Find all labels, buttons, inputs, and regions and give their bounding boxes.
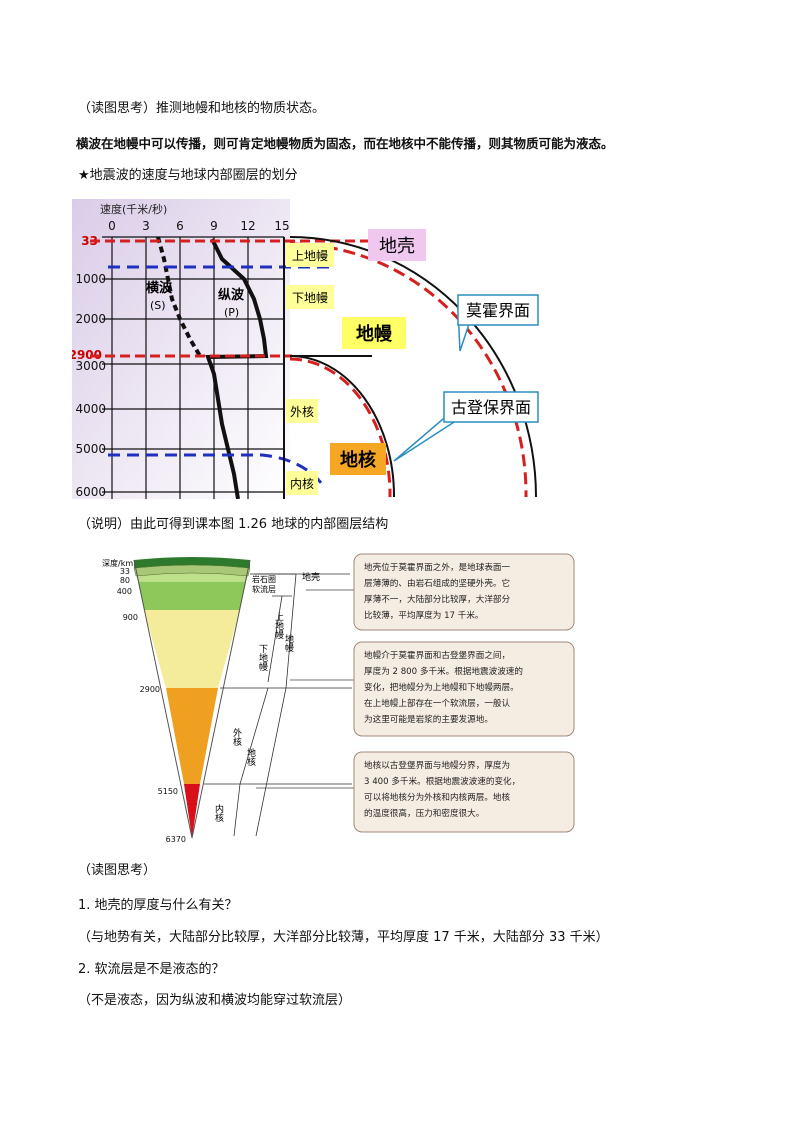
core-info-line: 地核以古登堡界面与地幔分界，厚度为 [364,759,510,771]
depth-label: 33 [120,567,130,576]
speed-tick: 0 [108,219,116,233]
section-heading: ★地震波的速度与地球内部圈层的划分 [78,168,298,183]
mantle-label: 地幔 [356,323,393,345]
crust-info-box [353,553,575,631]
depth-label: 6370 [166,835,186,844]
upper-mantle-label: 上地幔 [292,248,328,263]
speed-tick: 6 [176,219,184,233]
answer-2-2: （不是液态，因为纵波和横波均能穿过软流层） [78,993,352,1008]
crust-label: 地壳 [379,236,415,257]
gutenberg-arc [289,357,392,498]
lithosphere-layer [133,564,251,577]
inner-core-box [286,471,318,495]
interior-structure-figure: 深度/km 33 80 400 900 2900 5150 6370 地壳 岩石… [102,553,575,844]
speed-tick: 12 [240,219,255,233]
lower-mantle-box [286,285,334,309]
crust-info-line: 地壳位于莫霍界面之外，是地球表面一 [364,561,511,573]
lithosphere-label: 岩石圈 [252,574,276,584]
depth-tick: 5000 [75,442,106,456]
inner-core-layer [184,784,200,838]
crust-layer [134,557,250,568]
mantle-info-box [353,641,575,737]
core-box [330,443,386,475]
speed-axis-label: 速度(千米/秒) [100,202,167,216]
depth-label: 900 [123,613,138,622]
upper-mantle-box [286,243,334,267]
mantle-info-line: 厚度为 2 800 多千米。根据地震波波速的 [364,665,523,677]
lower-mantle-side-label: 下地幔 [257,644,268,672]
asthenosphere-label: 软流层 [252,584,276,594]
moho-arc [289,242,528,498]
core-info-line: 3 400 多千米。根据地震波波速的变化， [364,775,520,787]
mantle-side-label: 地幔 [283,633,294,653]
upper-mantle-side-label: 上地幔 [273,612,284,640]
core-info-line: 可以将地核分为外核和内核两层。地核 [364,791,511,803]
mantle-info-line: 在上地幔上部存在一个软流层，一般认 [364,697,511,709]
core-label: 地核 [340,449,376,471]
p-wave-label: 纵波 [218,287,245,303]
speed-tick: 15 [274,219,289,233]
mantle-info-line: 地幔介于莫霍界面和古登堡界面之间， [364,649,510,661]
figure-note: （说明）由此可得到课本图 1.26 地球的内部圈层结构 [78,517,389,532]
mantle-info-line: 为这里可能是岩浆的主要发源地。 [364,713,493,725]
depth-label: 400 [117,587,132,596]
depth-tick: 2000 [75,312,106,326]
core-info-box [353,751,575,833]
depth-tick: 4000 [75,402,106,416]
outer-core-layer [166,688,218,784]
speed-tick: 9 [210,219,218,233]
seismic-figure: 速度(千米/秒) 0 3 6 9 12 15 33 1000 2000 2900… [72,199,539,499]
s-wave-curve [156,236,202,358]
answer-2-1: （与地势有关，大陆部分比较厚，大洋部分比较薄，平均厚度 17 千米，大陆部分 3… [78,930,609,945]
crust-box [368,229,426,261]
depth-axis-label: 深度/km [102,558,133,568]
question-1: （读图思考）推测地幔和地核的物质状态。 [78,101,326,116]
s-wave-label: 横波 [146,280,173,296]
gutenberg-callout [443,391,539,423]
speed-tick: 3 [142,219,150,233]
gutenberg-label: 古登保界面 [451,398,531,417]
mantle-info-line: 变化，把地幔分为上地幔和下地幔两层。 [364,681,519,693]
lower-mantle-label: 下地幔 [292,290,328,305]
question-2: （读图思考） [78,863,157,878]
answer-1: 横波在地幔中可以传播，则可肯定地幔物质为固态，而在地核中不能传播，则其物质可能为… [76,136,614,151]
depth-tick: 3000 [75,359,106,373]
depth-label: 2900 [140,685,160,694]
question-2-1: 1. 地壳的厚度与什么有关？ [78,898,238,913]
outer-core-box [286,399,318,423]
outer-core-side-label: 外核 [231,727,242,747]
crust-info-line: 厚薄不一，大陆部分比较厚，大洋部分 [364,593,511,605]
depth-tick: 2900 [72,348,102,362]
core-info-line: 的温度很高，压力和密度很大。 [364,807,484,819]
depth-tick: 6000 [75,485,106,499]
depth-label: 80 [120,576,130,585]
moho-label: 莫霍界面 [466,301,530,320]
crust-info-line: 层薄薄的、由岩石组成的坚硬外壳。它 [364,577,510,589]
depth-tick: 33 [81,234,98,248]
inner-core-label: 内核 [290,477,314,491]
crust-side-label: 地壳 [302,571,320,583]
depth-label: 5150 [158,787,178,796]
question-2-2: 2. 软流层是不是液态的？ [78,962,225,977]
s-wave-symbol: (S) [150,299,166,312]
crust-info-line: 比较薄，平均厚度为 17 千米。 [364,609,484,621]
lower-mantle-layer [144,610,240,688]
inner-core-side-label: 内核 [213,803,224,823]
core-side-label: 地核 [245,747,256,767]
core-outline [289,355,396,498]
depth-tick: 1000 [75,272,106,286]
p-wave-curve [205,238,269,499]
outer-core-label: 外核 [290,405,314,419]
moho-callout [457,294,539,326]
p-wave-symbol: (P) [224,306,239,319]
mantle-box [342,317,406,349]
upper-mantle-layer [138,582,246,610]
